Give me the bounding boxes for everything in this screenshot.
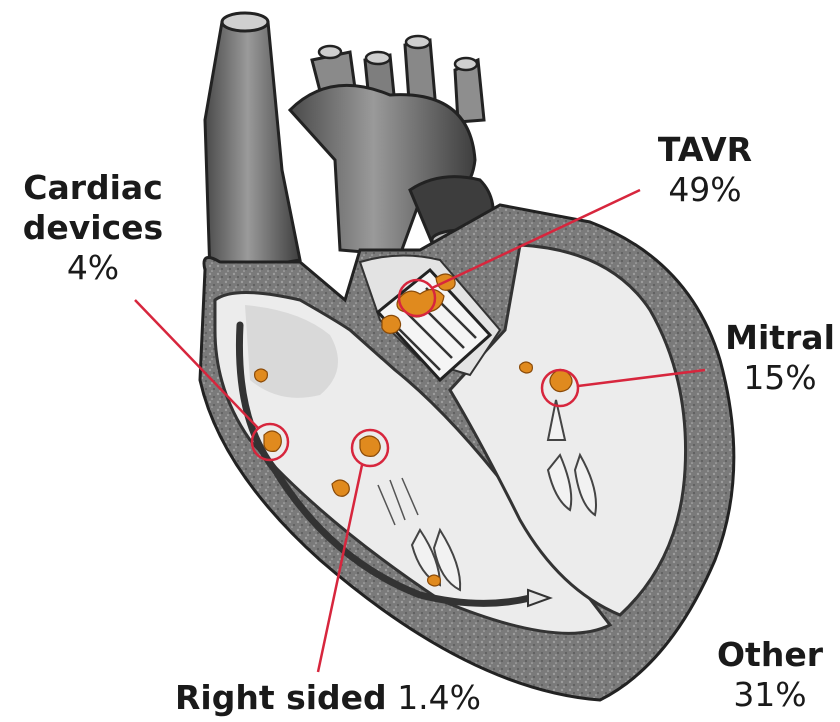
label-cardiac-devices: Cardiac devices 4% [8,168,178,288]
right-sided-value: 1.4% [397,678,481,717]
label-other: Other 31% [700,635,840,715]
label-right-sided: Right sided 1.4% [175,678,505,718]
tavr-name: TAVR [658,130,752,169]
other-name: Other [717,635,823,674]
heart-body [200,205,734,700]
mitral-value: 15% [743,358,816,397]
label-mitral: Mitral 15% [720,318,840,398]
cardiac-devices-name-line2: devices [23,208,163,247]
right-sided-name: Right sided [175,678,387,717]
mitral-name: Mitral [725,318,835,357]
cardiac-devices-name-line1: Cardiac [23,168,163,207]
tavr-value: 49% [668,170,741,209]
label-tavr: TAVR 49% [640,130,770,210]
cardiac-devices-value: 4% [67,248,119,287]
other-value: 31% [733,675,806,714]
